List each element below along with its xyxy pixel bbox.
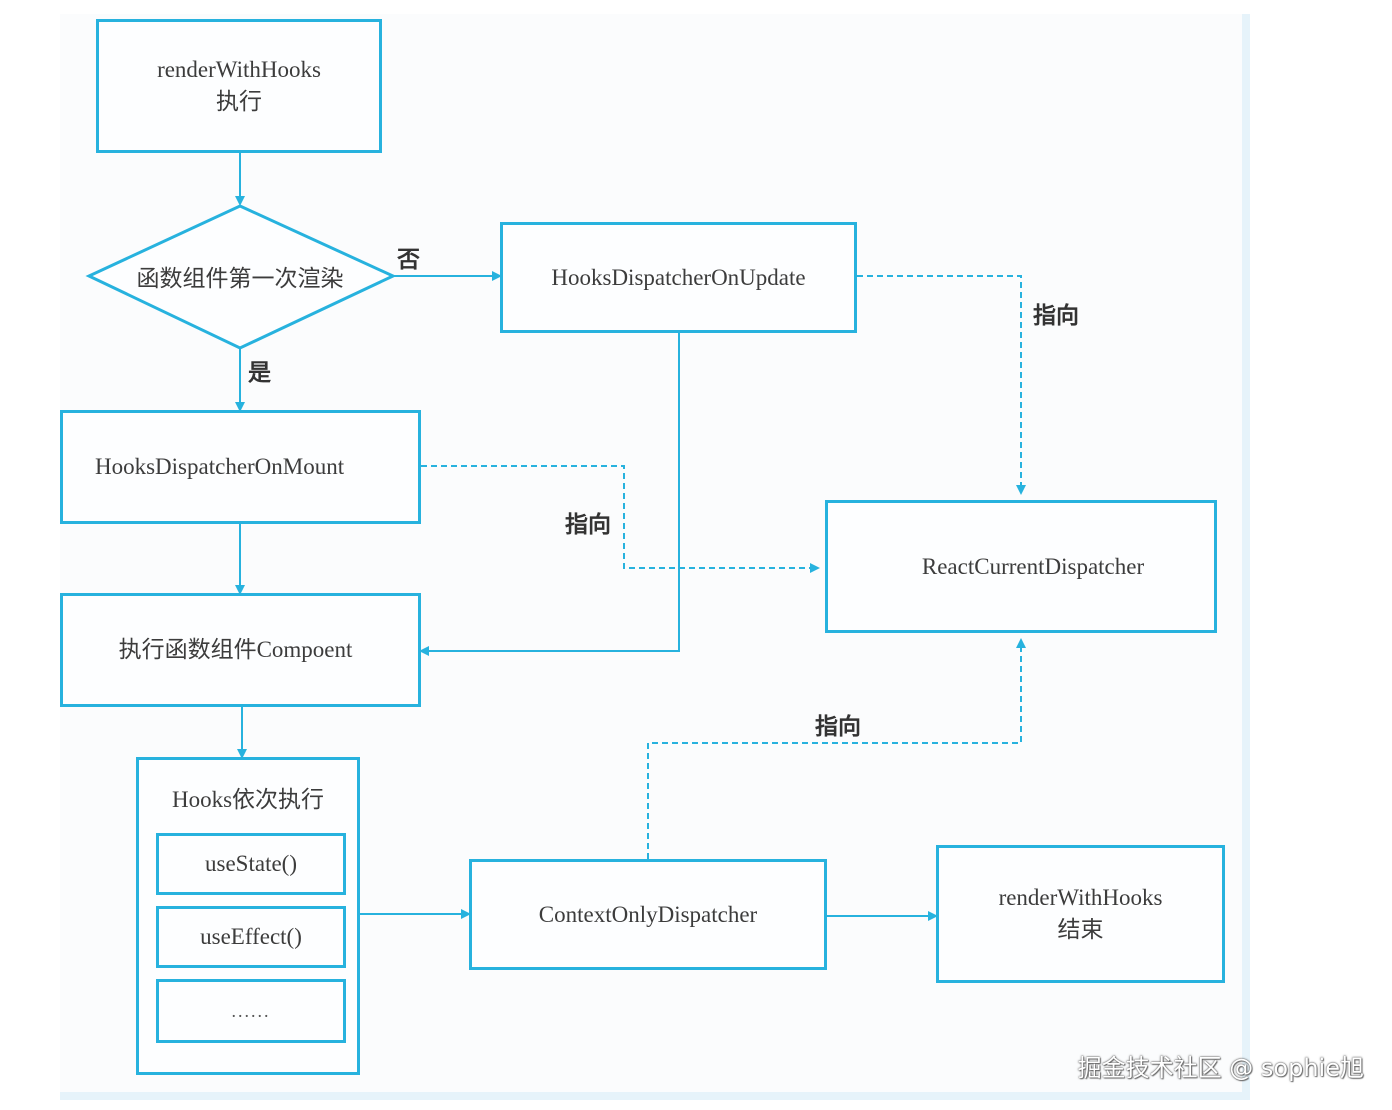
decision-label: 函数组件第一次渲染 (136, 266, 344, 291)
use-effect-node: useEffect() (156, 906, 346, 968)
edge-context-points-to-current (647, 638, 1026, 859)
hooks-dispatcher-on-mount-node: HooksDispatcherOnMount (60, 410, 421, 524)
edge-mount-points-to-current (421, 465, 820, 573)
edge-update-points-to-current (857, 275, 1026, 495)
watermark: 掘金技术社区 @ sophie旭 (1077, 1054, 1364, 1082)
use-state-node: useState() (156, 833, 346, 895)
start-node: renderWithHooks 执行 (96, 19, 382, 153)
edge-label-yes: 是 (248, 360, 271, 385)
more-hooks-node: ...... (156, 979, 346, 1043)
hooks-group-title: Hooks依次执行 (171, 787, 325, 812)
exec-component-node: 执行函数组件Compoent (60, 593, 421, 707)
edge-label-no: 否 (397, 247, 420, 272)
react-current-dispatcher-node: ReactCurrentDispatcher (825, 500, 1217, 633)
context-only-dispatcher-node: ContextOnlyDispatcher (469, 859, 827, 970)
edge-label-points-to-context: 指向 (815, 714, 861, 739)
end-node: renderWithHooks 结束 (936, 845, 1225, 983)
edge-label-points-to-mount: 指向 (565, 512, 611, 537)
ellipsis: ...... (231, 1001, 271, 1021)
edge-update-to-exec (419, 333, 680, 656)
edge-label-points-to-update: 指向 (1033, 303, 1079, 328)
hooks-dispatcher-on-update-node: HooksDispatcherOnUpdate (500, 222, 857, 333)
